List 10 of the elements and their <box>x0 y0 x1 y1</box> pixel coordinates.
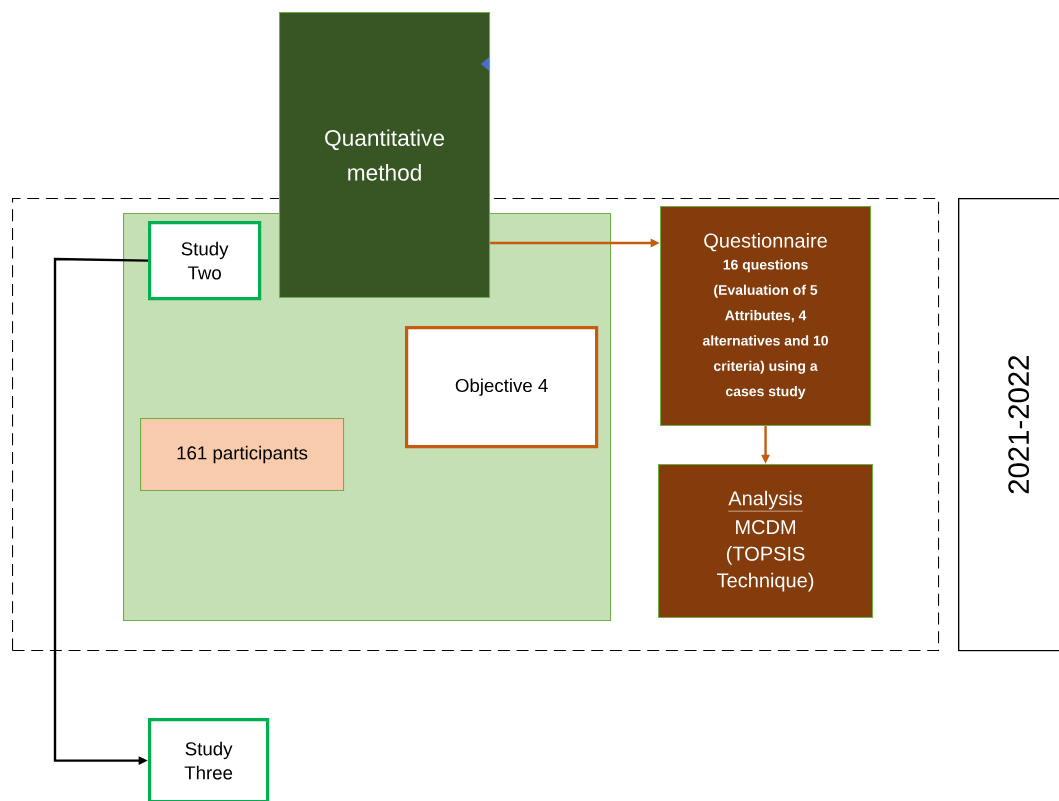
period-box: 2021-2022 <box>958 198 1059 652</box>
study-box: Study Three <box>148 718 270 801</box>
objective-box: Objective 4 <box>405 326 599 449</box>
dashed-frame <box>12 198 940 652</box>
study-box: Study Two <box>148 221 262 301</box>
participants-box: 161 participants <box>140 418 345 492</box>
method-box: Quantitative method <box>279 12 491 299</box>
questionnaire-box: Questionnaire 16 questions (Evaluation of 5 Attributes, 4 alternatives and 10 criteria) using a cases study <box>660 206 872 427</box>
analysis-box: Analysis MCDM (TOPSIS Technique) <box>658 464 874 619</box>
arrow <box>53 257 149 765</box>
